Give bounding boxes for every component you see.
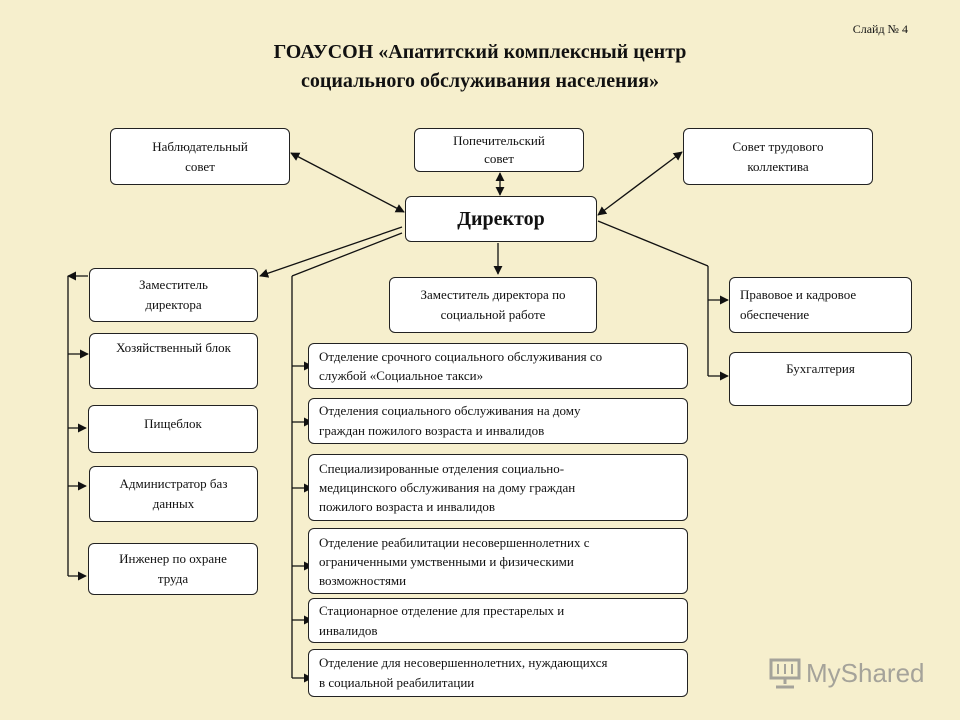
box-text: Инженер по охране: [119, 551, 227, 566]
box-text: медицинского обслуживания на дому гражда…: [319, 480, 576, 495]
box-text: Хозяйственный блок: [116, 340, 231, 355]
deputy-social-work-box: Заместитель директора по социальной рабо…: [389, 277, 597, 333]
box-text: совет: [484, 151, 514, 166]
presentation-icon: [769, 658, 801, 689]
box-text: Отделение срочного социального обслужива…: [319, 349, 603, 364]
box-text: Наблюдательный: [152, 138, 248, 154]
box-text: пожилого возраста и инвалидов: [319, 499, 496, 514]
director-box: Директор: [405, 196, 597, 242]
box-text: Пищеблок: [144, 416, 202, 431]
box-text: Совет трудового: [732, 138, 824, 154]
household-unit-box: Хозяйственный блок: [89, 333, 258, 389]
department-box: Отделение реабилитации несовершеннолетни…: [308, 528, 688, 594]
deputy-director-box: Заместитель директора: [89, 268, 258, 322]
box-text: обеспечение: [740, 307, 810, 322]
supervisory-board-box: Наблюдательный совет: [110, 128, 290, 185]
box-text: инвалидов: [319, 622, 378, 638]
department-box: Специализированные отделения социально- …: [308, 454, 688, 521]
box-text: социальной работе: [440, 307, 546, 322]
labor-council-box: Совет трудового коллектива: [683, 128, 873, 185]
legal-hr-box: Правовое и кадровое обеспечение: [729, 277, 912, 333]
box-text: совет: [185, 158, 215, 174]
catering-unit-box: Пищеблок: [88, 405, 258, 453]
box-text: граждан пожилого возраста и инвалидов: [319, 423, 545, 438]
box-text: директора: [145, 297, 202, 312]
title-line-1: ГОАУСОН «Апатитский комплексный центр: [273, 41, 687, 63]
line-director-right-spine: [597, 220, 709, 267]
box-text: в социальной реабилитации: [319, 675, 475, 690]
department-box: Отделение срочного социального обслужива…: [308, 343, 688, 389]
box-text: Правовое и кадровое: [740, 287, 857, 302]
box-text: службой «Социальное такси»: [319, 368, 484, 383]
box-text: Специализированные отделения социально-: [319, 461, 565, 476]
labor-safety-engineer-box: Инженер по охране труда: [88, 543, 258, 595]
arrow-director-deputy: [259, 226, 403, 278]
department-box: Отделение для несовершеннолетних, нуждаю…: [308, 649, 688, 697]
department-box: Отделения социального обслуживания на до…: [308, 398, 688, 444]
box-text: Отделение реабилитации несовершеннолетни…: [319, 534, 590, 550]
title-line-2: социального обслуживания населения»: [300, 70, 660, 92]
director-label: Директор: [457, 208, 545, 230]
box-text: Бухгалтерия: [786, 361, 855, 376]
arrow-director-labor: [597, 151, 683, 216]
arrow-director-supervisory: [290, 152, 405, 213]
slide-number: Слайд № 4: [852, 22, 908, 36]
trustees-board-box: Попечительский совет: [414, 128, 584, 172]
watermark-text: MyShared: [806, 657, 925, 688]
box-text: Заместитель директора по: [420, 287, 566, 302]
department-box: Стационарное отделение для престарелых и…: [308, 598, 688, 643]
line-director-middle-spine: [291, 232, 403, 277]
box-text: ограниченными умственными и физическими: [319, 553, 574, 569]
database-admin-box: Администратор баз данных: [89, 466, 258, 522]
box-text: Попечительский: [453, 133, 545, 148]
box-text: данных: [152, 496, 195, 511]
box-text: Отделения социального обслуживания на до…: [319, 403, 581, 418]
box-text: Администратор баз: [119, 476, 228, 491]
box-text: Отделение для несовершеннолетних, нуждаю…: [319, 655, 608, 670]
box-text: Стационарное отделение для престарелых и: [319, 602, 565, 618]
watermark-logo: MyShared: [768, 656, 925, 690]
page-title: ГОАУСОН «Апатитский комплексный центр со…: [0, 38, 960, 96]
accounting-box: Бухгалтерия: [729, 352, 912, 406]
box-text: коллектива: [747, 158, 809, 174]
box-text: Заместитель: [139, 277, 208, 292]
box-text: возможностями: [319, 572, 407, 588]
box-text: труда: [157, 571, 189, 586]
